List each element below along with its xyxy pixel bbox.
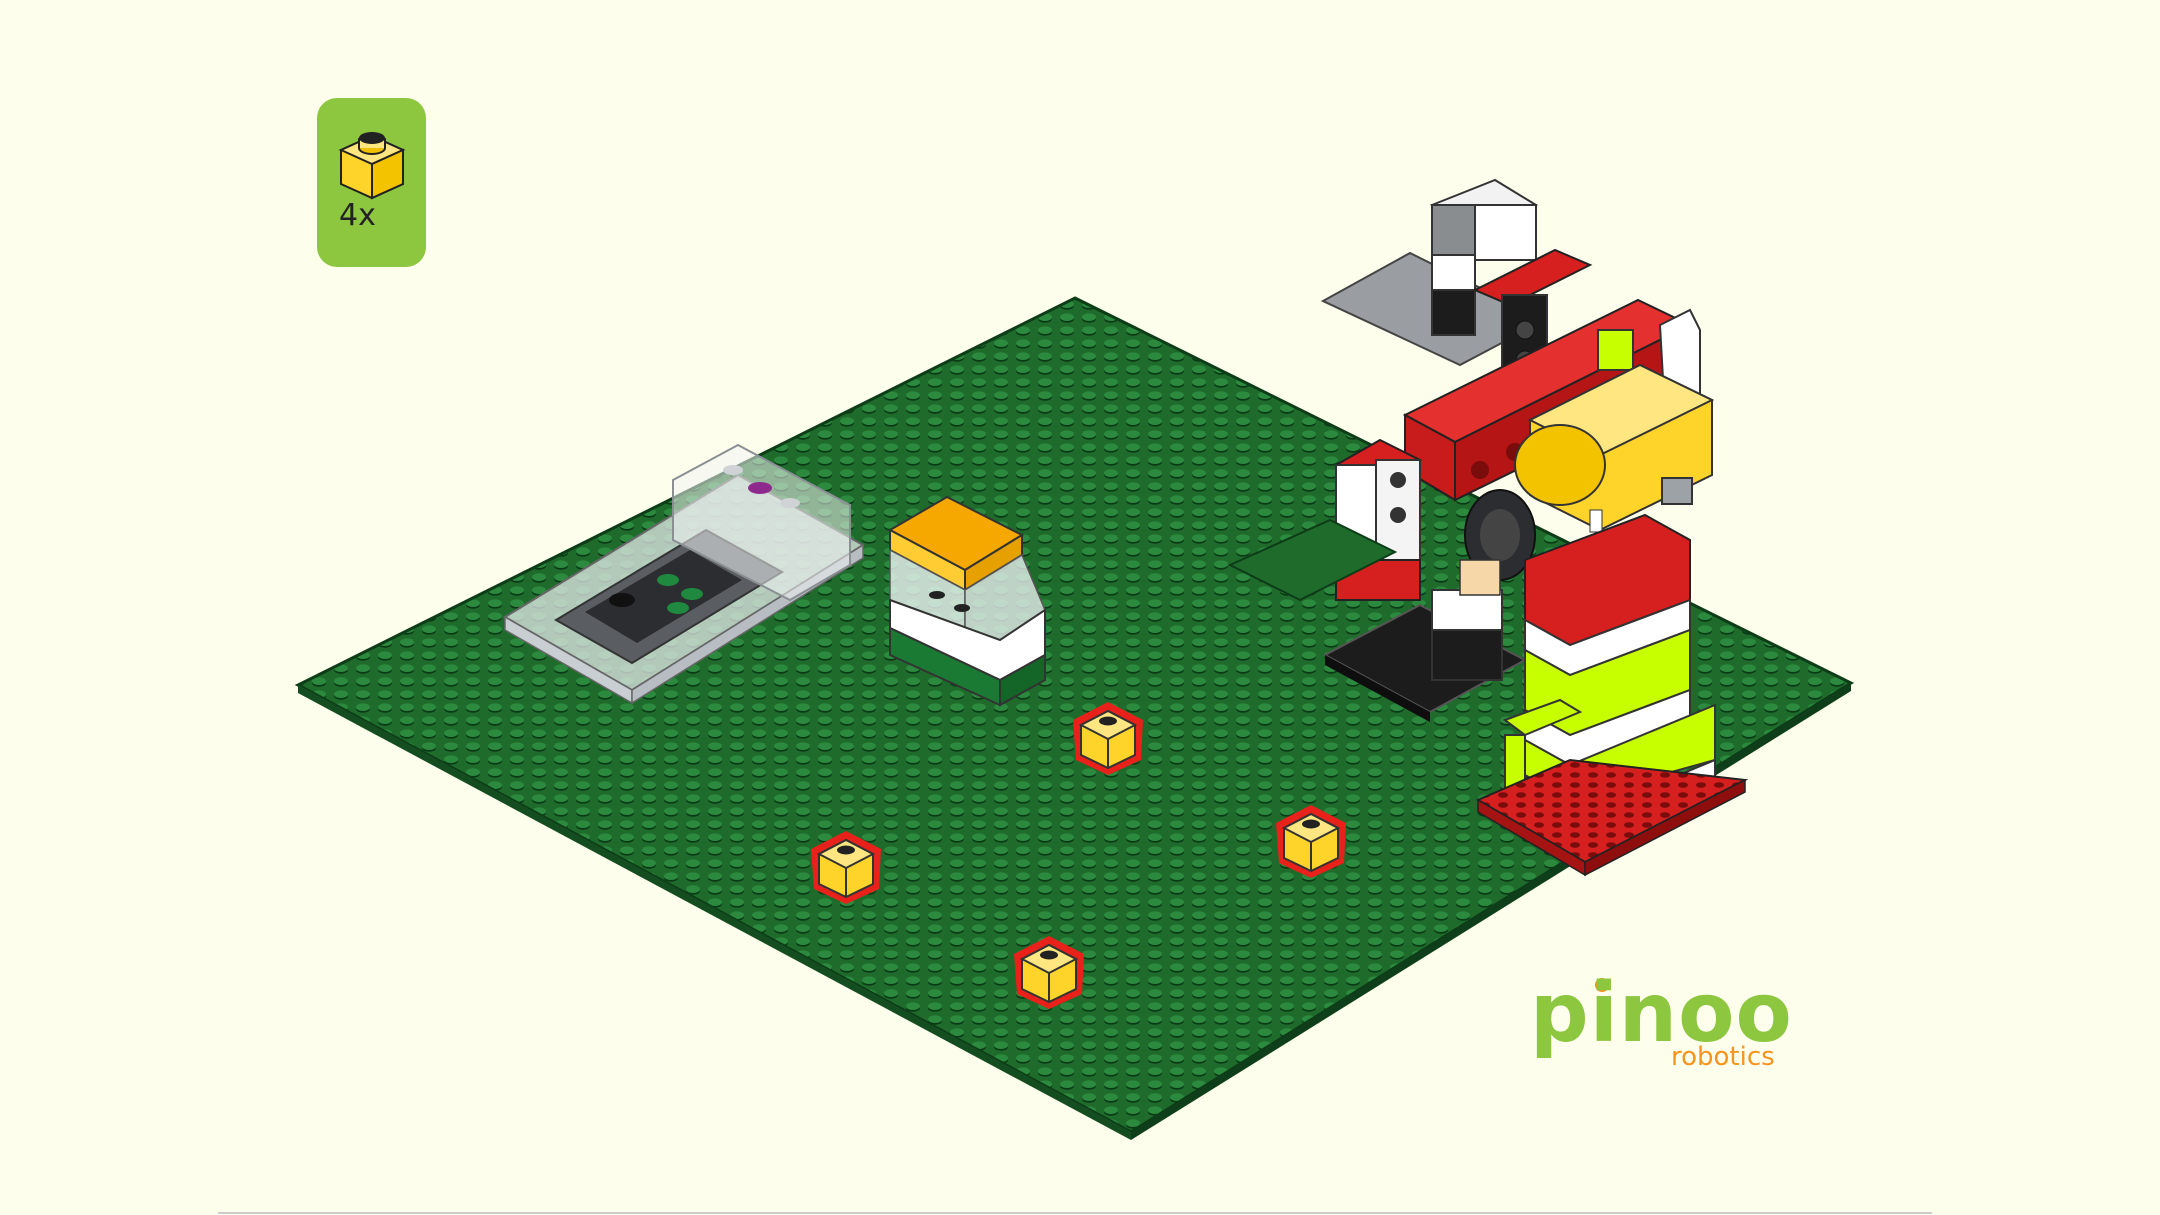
new-yellow-brick-3 — [1276, 805, 1346, 878]
parts-list-callout: 4x — [317, 98, 426, 267]
new-yellow-brick-2 — [811, 831, 881, 904]
pinoo-robotics-logo: pinoo robotics — [1530, 966, 1810, 1090]
new-yellow-brick-1 — [1073, 702, 1143, 775]
part-quantity: 4x — [339, 198, 376, 233]
sensor-block — [887, 495, 1046, 707]
page-divider — [218, 1212, 1932, 1214]
controller-hub — [503, 443, 865, 705]
yellow-brick-icon — [338, 132, 406, 200]
logo-dot-icon — [1595, 978, 1609, 992]
brand-tagline: robotics — [1671, 1042, 1775, 1072]
new-yellow-brick-4 — [1014, 936, 1084, 1009]
brand-name: pinoo — [1530, 966, 1793, 1061]
crane-tower — [1227, 178, 1749, 877]
